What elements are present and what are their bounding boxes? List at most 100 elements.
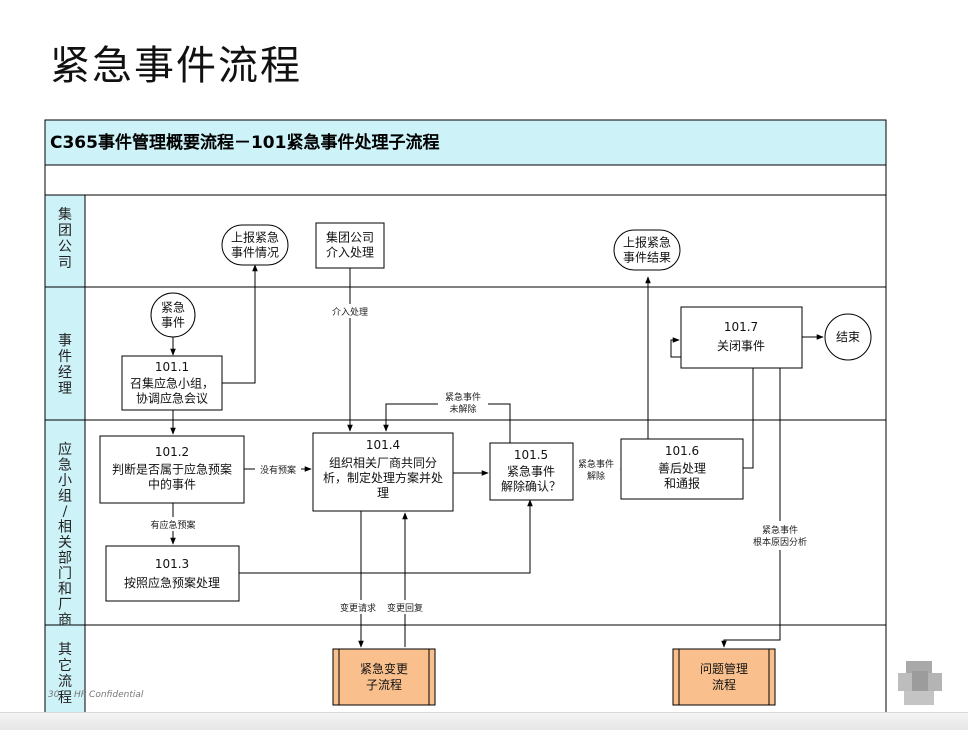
node-id: 101.1 — [155, 360, 189, 374]
label-line: 未解除 — [449, 403, 476, 415]
label-line: 理 — [377, 486, 389, 500]
label-line: 善后处理 — [658, 461, 706, 476]
diagram-blank-row — [44, 164, 887, 196]
lane-label-char: 其 — [58, 642, 72, 658]
node-101-2: 101.2 判断是否属于应急预案中的事件 — [99, 435, 245, 504]
bottom-scroll-strip — [0, 712, 968, 730]
label-line: 和通报 — [664, 476, 700, 491]
lane-label-char: 司 — [58, 255, 72, 271]
label-line: 事件情况 — [231, 246, 279, 260]
lane-label-char: 流 — [58, 674, 72, 690]
label-line: 没有预案 — [260, 464, 296, 476]
edge-label-has-plan: 有应急预案 — [150, 519, 195, 531]
label-line: 关闭事件 — [717, 339, 765, 353]
label-line: 按照应急预案处理 — [124, 575, 220, 590]
edge-label-bg — [438, 389, 488, 416]
lane-label-emergency-team: 应急小组/相关部门和厂商 — [58, 441, 72, 629]
lane-label-char: 和 — [58, 582, 72, 598]
node-label: 紧急事件 — [161, 300, 185, 330]
start-circle — [150, 292, 196, 338]
lane-label-char: 理 — [58, 381, 72, 397]
label-line: 集团公司 — [326, 230, 374, 245]
decision-shape — [489, 442, 574, 501]
label-line: 事件 — [161, 316, 185, 330]
edge-label-change-reply: 变更回复 — [387, 602, 423, 614]
node-label: 判断是否属于应急预案中的事件 — [112, 462, 232, 492]
node-report-result: 上报紧急事件结果 — [613, 229, 681, 271]
lane-label-char: 件 — [58, 349, 72, 365]
lane-label-char: 部 — [58, 551, 72, 567]
diagram-header-bar — [44, 119, 887, 166]
label-line: 事件结果 — [623, 251, 671, 265]
edge-label-bg — [255, 462, 301, 476]
node-101-4: 101.4 组织相关厂商共同分析，制定处理方案并处理 — [312, 432, 454, 512]
lane-label-event-manager: 事件经理 — [58, 333, 72, 397]
lane-label-char: 它 — [58, 657, 72, 674]
edge-label-resolved: 紧急事件解除 — [578, 458, 614, 482]
node-report-situation: 上报紧急事件情况 — [221, 224, 289, 266]
node-label: 上报紧急事件结果 — [623, 235, 671, 265]
label-line: 子流程 — [366, 677, 402, 692]
node-label: 按照应急预案处理 — [124, 575, 220, 590]
node-id: 101.6 — [665, 444, 699, 458]
label-line: 协调应急会议 — [136, 391, 208, 406]
label-line: 紧急事件 — [445, 391, 481, 403]
node-urgent-event: 紧急事件 — [150, 292, 196, 338]
edge-label-bg — [145, 517, 201, 531]
node-label: 紧急事件解除确认？ — [501, 464, 561, 494]
node-id: 101.2 — [155, 445, 189, 459]
lane-label-char: 商 — [58, 613, 72, 629]
lane-label-char: 急 — [58, 458, 72, 474]
end-circle — [824, 313, 872, 361]
lane-label-char: 门 — [58, 566, 72, 582]
node-problem-mgmt: 问题管理流程 — [672, 648, 776, 706]
label-line: 变更回复 — [387, 602, 423, 614]
lane-label-group: 集团公司 — [58, 206, 72, 271]
edge-label-root-cause: 紧急事件根本原因分析 — [753, 524, 807, 548]
node-group-intervene: 集团公司介入处理 — [315, 222, 385, 269]
label-line: 紧急事件 — [762, 524, 798, 536]
label-line: 有应急预案 — [150, 519, 195, 531]
pixelated-avatar-icon — [898, 661, 942, 705]
lane-label-char: 厂 — [58, 597, 72, 613]
edge-101-3-to-101-5 — [239, 499, 533, 574]
process-shape — [121, 355, 223, 411]
node-label: 集团公司介入处理 — [326, 230, 374, 260]
edge-label-intervene: 介入处理 — [332, 306, 368, 318]
swimlane-frame — [44, 119, 887, 714]
process-shape — [99, 435, 245, 504]
label-line: 根本原因分析 — [753, 536, 807, 548]
terminal-shape — [613, 229, 681, 271]
process-shape — [315, 222, 385, 269]
edge-101-1-to-report-situation — [222, 264, 258, 384]
edge-101-7-to-problem-mgmt — [721, 368, 781, 648]
terminal-shape — [221, 224, 289, 266]
process-shape — [312, 432, 454, 512]
node-id: 101.7 — [724, 320, 758, 334]
edge-label-bg — [327, 304, 373, 318]
node-101-5: 101.5 紧急事件解除确认？ — [489, 442, 574, 501]
node-label: 紧急变更子流程 — [360, 661, 408, 692]
label-line: 紧急事件 — [507, 464, 555, 479]
node-label: 问题管理流程 — [700, 661, 748, 692]
process-shape — [620, 438, 744, 500]
lane-label-char: 经 — [58, 365, 72, 381]
process-shape — [680, 306, 803, 369]
lane-label-char: 集 — [58, 206, 72, 223]
confidential-footer: HP Confidential — [74, 690, 144, 700]
label-line: 召集应急小组， — [130, 376, 214, 391]
edge-label-bg — [334, 600, 428, 614]
node-101-6: 101.6 善后处理和通报 — [620, 438, 744, 500]
lane-label-char: 小 — [58, 473, 72, 489]
label-line: 流程 — [712, 677, 736, 692]
lane-label-char: 团 — [58, 223, 72, 239]
label-line: 析，制定处理方案并处 — [323, 470, 443, 485]
node-label: 上报紧急事件情况 — [231, 230, 279, 260]
lane-label-char: 应 — [58, 441, 72, 458]
label-line: 结束 — [836, 330, 860, 344]
label-line: 问题管理 — [700, 661, 748, 676]
lane-label-char: 事 — [58, 333, 72, 349]
label-line: 变更请求 — [340, 602, 376, 614]
lane-label-other-process: 其它流程 — [58, 642, 72, 706]
node-label: 关闭事件 — [717, 339, 765, 353]
